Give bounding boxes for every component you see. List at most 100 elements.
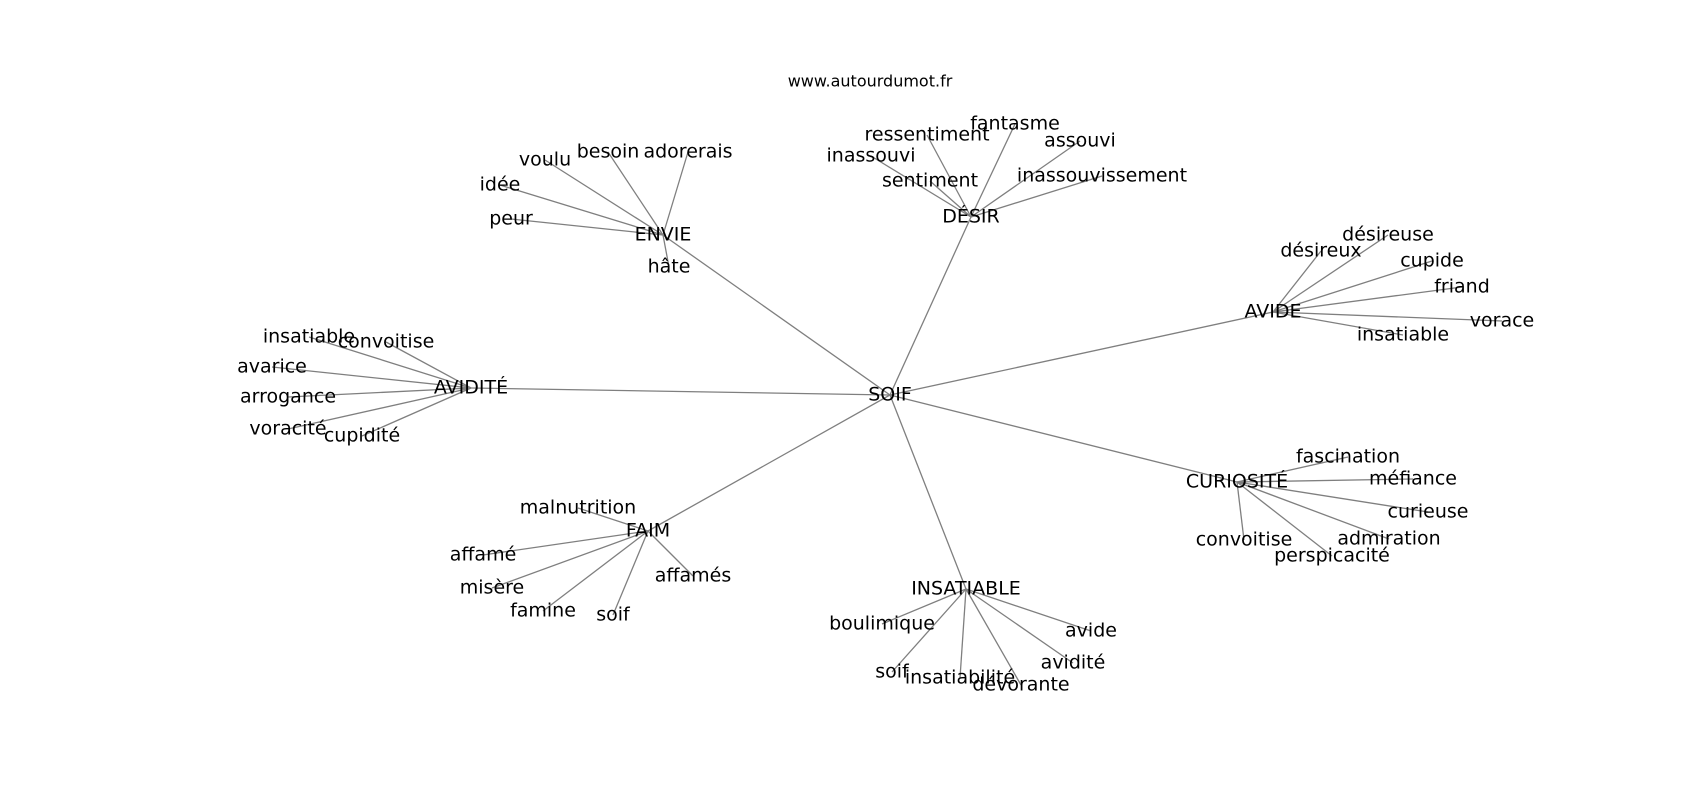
word-node: cupide — [1400, 250, 1464, 272]
edge-center-avide — [889, 311, 1274, 396]
edge-center-faim — [647, 394, 891, 532]
edge-avidite-word — [385, 341, 472, 389]
word-node: misère — [460, 577, 524, 599]
edge-insatiable-word — [881, 588, 967, 625]
word-node: boulimique — [829, 613, 935, 635]
word-node: fantasme — [970, 113, 1060, 135]
edge-desir-word — [926, 134, 972, 218]
word-node: avarice — [237, 356, 307, 378]
word-node: dévorante — [972, 674, 1069, 696]
word-node: friand — [1434, 276, 1490, 298]
word-node: soif — [596, 604, 631, 626]
edge-insatiable-word — [965, 588, 1022, 686]
edge-curiosite-word — [1236, 481, 1390, 540]
word-node: cupidité — [324, 425, 400, 447]
edge-envie-word — [544, 159, 664, 236]
edge-avidite-word — [361, 387, 472, 437]
word-node: hâte — [648, 256, 691, 278]
edge-curiosite-word — [1236, 456, 1349, 483]
graph-edges — [271, 123, 1503, 686]
edge-envie-word — [499, 184, 664, 236]
edge-center-envie — [662, 234, 891, 396]
center-node: SOIF — [868, 384, 912, 406]
site-watermark: www.autourdumot.fr — [788, 72, 953, 91]
edge-curiosite-word — [1236, 481, 1245, 541]
word-node: famine — [510, 600, 576, 622]
edge-faim-word — [491, 530, 649, 589]
edge-avide-word — [1272, 234, 1389, 313]
word-node: curieuse — [1388, 501, 1469, 523]
word-node: voracité — [249, 418, 326, 440]
edge-curiosite-word — [1236, 481, 1429, 513]
edge-faim-word — [542, 530, 649, 612]
edge-avidite-word — [287, 387, 472, 398]
edge-faim-word — [647, 530, 694, 577]
word-node: avide — [1065, 620, 1117, 642]
word-node: soif — [875, 661, 910, 683]
edge-envie-word — [607, 151, 664, 236]
cluster-node-avidite: AVIDITÉ — [434, 376, 508, 399]
word-node: insatiable — [263, 326, 355, 348]
edge-envie-word — [662, 234, 670, 268]
edge-avide-word — [1272, 311, 1503, 322]
word-node: désireuse — [1342, 224, 1434, 246]
edge-desir-word — [970, 123, 1016, 218]
word-node: avidité — [1041, 652, 1106, 674]
edge-envie-word — [662, 151, 689, 236]
edge-avidite-word — [271, 366, 472, 389]
cluster-node-envie: ENVIE — [635, 224, 692, 246]
word-node: inassouvissement — [1017, 165, 1187, 187]
edge-curiosite-word — [1236, 481, 1333, 557]
word-node: besoin — [577, 141, 640, 163]
word-node: assouvi — [1044, 130, 1116, 152]
edge-avide-word — [1272, 311, 1404, 336]
word-node: admiration — [1337, 528, 1440, 550]
edge-insatiable-word — [891, 588, 967, 673]
word-node: peur — [489, 208, 533, 230]
word-node: insatiabilité — [905, 667, 1015, 689]
edge-insatiable-word — [959, 588, 967, 679]
edge-avide-word — [1272, 250, 1322, 313]
word-node: idée — [480, 174, 521, 196]
edge-desir-word — [929, 180, 972, 218]
word-node: affamés — [655, 565, 731, 587]
cluster-node-curiosite: CURIOSITÉ — [1186, 470, 1288, 493]
word-node: convoitise — [338, 331, 435, 353]
word-node: adorerais — [643, 141, 732, 163]
cluster-node-avide: AVIDE — [1244, 301, 1301, 323]
edge-curiosite-word — [1236, 478, 1414, 483]
cluster-node-desir: DÉSIR — [942, 205, 1000, 228]
edge-faim-word — [577, 507, 649, 532]
edge-avide-word — [1272, 286, 1463, 313]
word-node: sentiment — [882, 170, 978, 192]
word-node: malnutrition — [520, 497, 636, 519]
edge-center-curiosite — [889, 394, 1238, 483]
edge-avidite-word — [287, 387, 472, 430]
edge-center-desir — [889, 216, 972, 396]
edge-center-avidite — [470, 387, 891, 396]
edge-center-insatiable — [889, 394, 967, 590]
edge-envie-word — [510, 218, 664, 236]
word-node: voulu — [519, 149, 571, 171]
edge-desir-word — [870, 155, 972, 218]
word-node: perspicacité — [1274, 545, 1390, 567]
word-node: vorace — [1470, 310, 1534, 332]
edge-desir-word — [970, 140, 1081, 218]
word-node: affamé — [450, 544, 517, 566]
word-node: insatiable — [1357, 324, 1449, 346]
word-node: inassouvi — [827, 145, 916, 167]
edge-faim-word — [612, 530, 649, 616]
cluster-node-insatiable: INSATIABLE — [911, 578, 1021, 600]
word-node: ressentiment — [864, 124, 989, 146]
word-node: convoitise — [1196, 529, 1293, 551]
word-node: méfiance — [1369, 468, 1457, 490]
word-node: désireux — [1280, 240, 1361, 262]
word-node: fascination — [1296, 446, 1400, 468]
word-node: arrogance — [240, 386, 336, 408]
cluster-node-faim: FAIM — [626, 520, 670, 542]
edge-avidite-word — [308, 336, 472, 389]
edge-avide-word — [1272, 260, 1433, 313]
edge-insatiable-word — [965, 588, 1074, 664]
